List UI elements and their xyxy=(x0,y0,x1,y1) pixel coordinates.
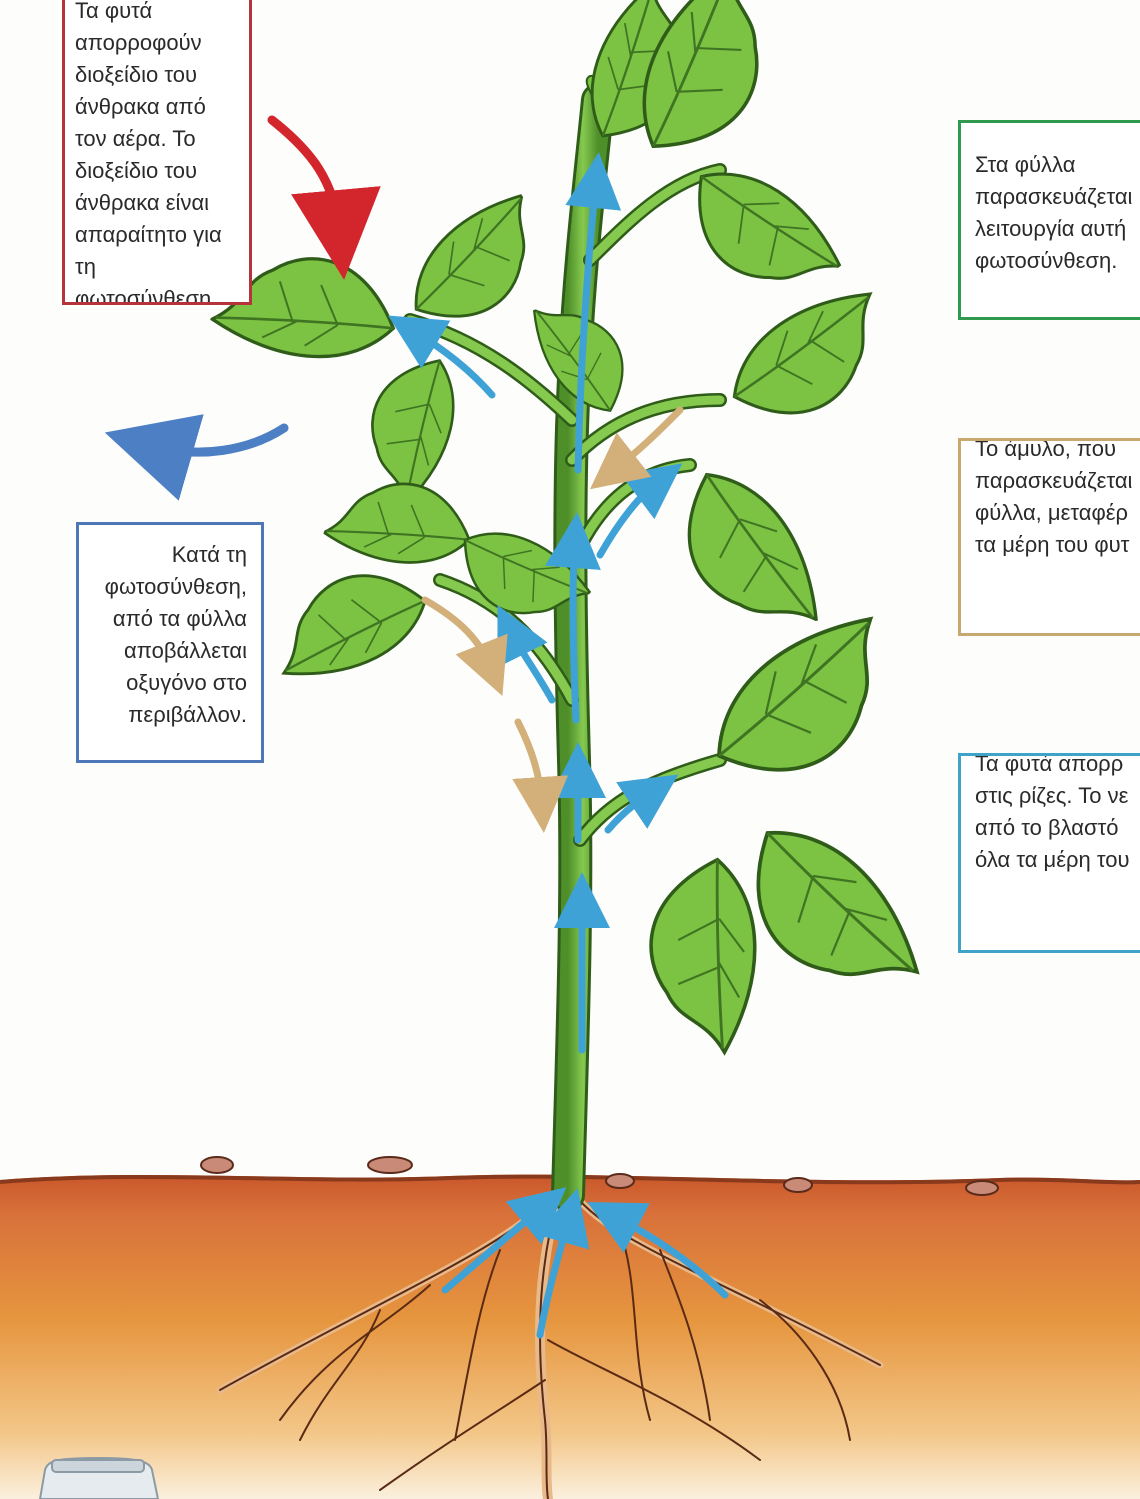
callout-line: διοξείδιο του xyxy=(75,59,249,91)
starch-arrow-1 xyxy=(425,600,492,670)
jar-illustration xyxy=(40,1458,158,1499)
callout-line: φωτοσύνθεση, xyxy=(79,571,247,603)
callout-line: όλα τα μέρη του xyxy=(975,844,1140,876)
callout-line: Τα φυτά xyxy=(75,0,249,27)
water-arrow-stem-3 xyxy=(573,540,576,720)
callout-line: από τα φύλλα xyxy=(79,603,247,635)
callout-co2-absorption: Τα φυτάαπορροφούνδιοξείδιο τουάνθρακα απ… xyxy=(62,0,252,305)
callout-line: τη xyxy=(75,251,249,283)
callout-line: λειτουργία αυτή xyxy=(975,213,1140,245)
callout-line: αποβάλλεται xyxy=(79,635,247,667)
callout-line: διοξείδιο του xyxy=(75,155,249,187)
callout-line: από το βλαστό xyxy=(975,812,1140,844)
callout-photosynthesis-leaves: Στα φύλλαπαρασκευάζεταιλειτουργία αυτήφω… xyxy=(958,120,1140,320)
callout-line: άνθρακα από xyxy=(75,91,249,123)
callout-line: Στα φύλλα xyxy=(975,149,1140,181)
callout-oxygen-release: Κατά τηφωτοσύνθεση,από τα φύλλααποβάλλετ… xyxy=(76,522,264,763)
callout-line: τον αέρα. Το xyxy=(75,123,249,155)
callout-line: άνθρακα είναι xyxy=(75,187,249,219)
callout-line: φύλλα, μεταφέρ xyxy=(975,497,1140,529)
callout-line: φωτοσύνθεση. xyxy=(75,283,249,305)
callout-line: απορροφούν xyxy=(75,27,249,59)
callout-line: παρασκευάζεται xyxy=(975,465,1140,497)
callout-line: Κατά τη xyxy=(79,539,247,571)
callout-line: φωτοσύνθεση. xyxy=(975,245,1140,277)
callout-line: απαραίτητο για xyxy=(75,219,249,251)
callout-line: Το άμυλο, που xyxy=(975,438,1140,465)
o2-arrow xyxy=(148,428,284,452)
callout-line: οξυγόνο στο xyxy=(79,667,247,699)
callout-starch-transport: Το άμυλο, πουπαρασκευάζεταιφύλλα, μεταφέ… xyxy=(958,438,1140,636)
callout-water-absorption: Τα φυτά απορρστις ρίζες. Το νεαπό το βλα… xyxy=(958,753,1140,953)
callout-line: παρασκευάζεται xyxy=(975,181,1140,213)
callout-line: στις ρίζες. Το νε xyxy=(975,780,1140,812)
callout-line: τα μέρη του φυτ xyxy=(975,529,1140,561)
callout-line: Τα φυτά απορρ xyxy=(975,753,1140,780)
callout-line: περιβάλλον. xyxy=(79,699,247,731)
starch-arrow-2 xyxy=(518,722,542,805)
co2-arrow xyxy=(272,120,340,235)
